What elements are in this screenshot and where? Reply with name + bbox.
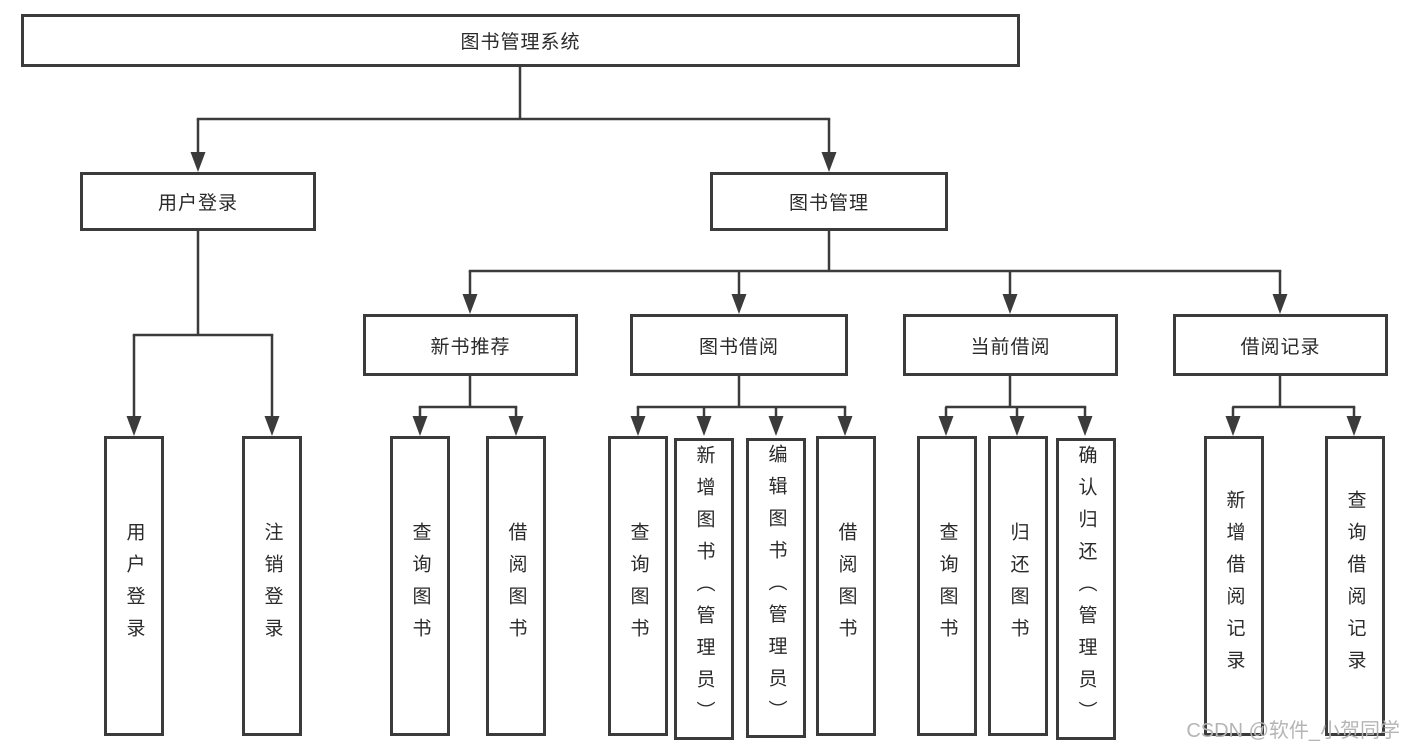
leaf-add-borrow-record: 新增借阅记录	[1204, 436, 1264, 736]
leaf-label: 查询图书	[409, 522, 431, 650]
leaf-label: 确认归还（管理员）	[1075, 445, 1097, 733]
leaf-confirm-return-admin: 确认归还（管理员）	[1056, 438, 1116, 740]
leaf-label: 注销登录	[261, 522, 283, 650]
node-book-management-branch: 图书管理	[710, 172, 948, 231]
node-new-book-recommendation: 新书推荐	[363, 314, 578, 376]
leaf-label: 用户登录	[123, 522, 145, 650]
node-label: 用户登录	[157, 193, 238, 214]
leaf-query-books-bb: 查询图书	[608, 436, 668, 736]
node-label: 借阅记录	[1240, 336, 1321, 358]
leaf-label: 查询图书	[936, 522, 958, 650]
leaf-return-books: 归还图书	[988, 436, 1048, 736]
leaf-label: 新增借阅记录	[1223, 490, 1245, 682]
node-book-borrowing: 图书借阅	[630, 314, 848, 376]
leaf-label: 新增图书（管理员）	[693, 445, 715, 733]
leaf-label: 借阅图书	[505, 522, 527, 650]
node-label: 图书管理	[788, 193, 869, 214]
leaf-label: 查询借阅记录	[1344, 490, 1366, 682]
node-current-borrowing: 当前借阅	[903, 314, 1118, 376]
node-label: 当前借阅	[970, 336, 1051, 358]
leaf-label: 借阅图书	[835, 522, 857, 650]
leaf-edit-books-admin: 编辑图书（管理员）	[746, 438, 806, 738]
node-library-management-system: 图书管理系统	[21, 14, 1020, 67]
node-label: 图书借阅	[698, 336, 779, 358]
leaf-add-books-admin: 新增图书（管理员）	[674, 438, 734, 740]
arrowheads	[126, 152, 1362, 436]
leaf-label: 归还图书	[1007, 522, 1029, 650]
node-label: 图书管理系统	[460, 32, 581, 53]
leaf-logout: 注销登录	[242, 436, 302, 736]
leaf-user-login: 用户登录	[104, 436, 164, 736]
leaf-query-books-nb: 查询图书	[390, 436, 450, 736]
leaf-label: 查询图书	[627, 522, 649, 650]
leaf-query-borrow-record: 查询借阅记录	[1325, 436, 1385, 736]
leaf-borrow-books-nb: 借阅图书	[486, 436, 546, 736]
node-user-login-branch: 用户登录	[80, 172, 316, 231]
csdn-watermark: CSDN @软件_小贺同学	[1186, 720, 1400, 742]
node-label: 新书推荐	[430, 336, 511, 358]
leaf-label: 编辑图书（管理员）	[765, 444, 787, 732]
node-borrowing-records: 借阅记录	[1173, 314, 1388, 376]
leaf-borrow-books-bb: 借阅图书	[816, 436, 876, 736]
leaf-query-books-cb: 查询图书	[917, 436, 977, 736]
